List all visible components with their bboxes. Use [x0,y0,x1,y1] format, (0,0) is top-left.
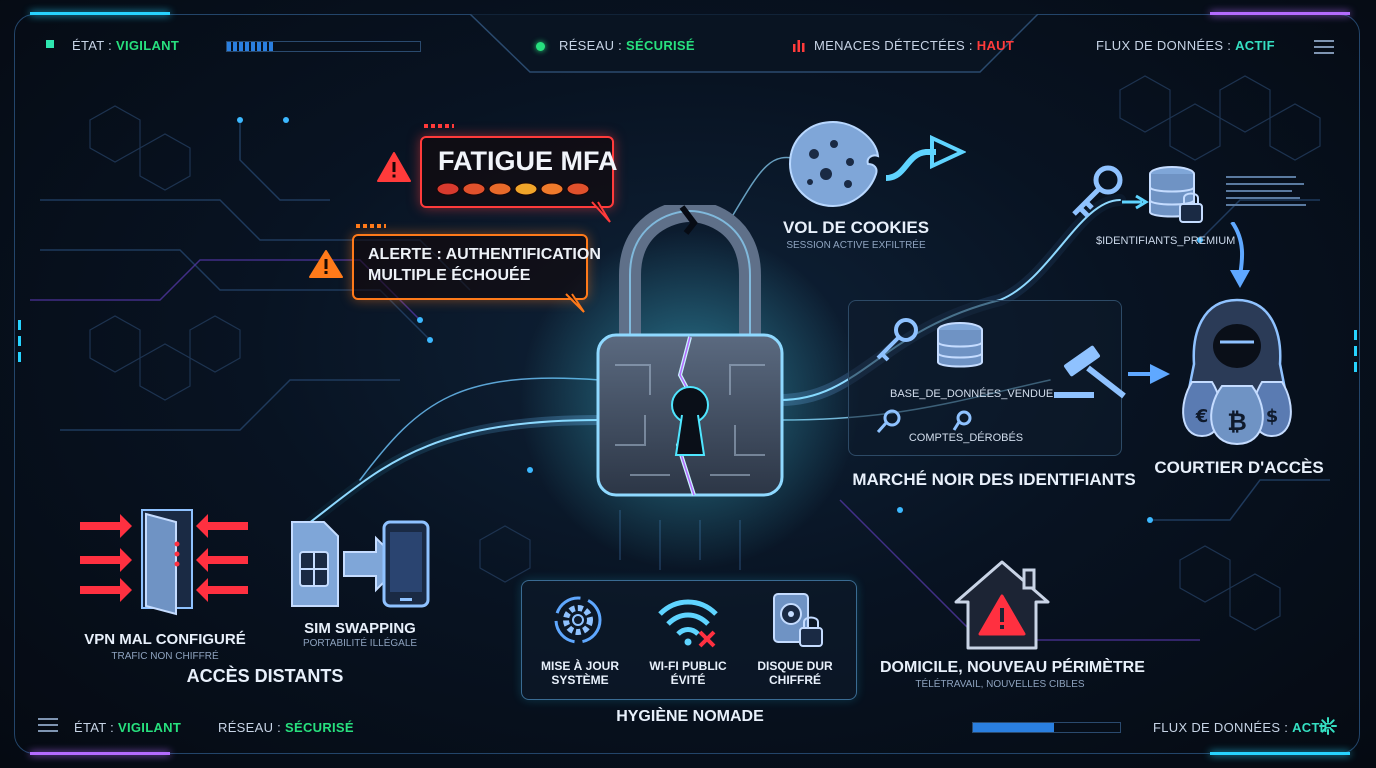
access-broker-title: COURTIER D'ACCÈS [1154,458,1324,477]
cookie-theft-subtitle: SESSION ACTIVE EXFILTRÉE [786,240,926,251]
alert-stripes [424,124,454,128]
footer-level-meter-fill [973,723,1054,732]
activity-spinner-icon [1319,717,1337,735]
footer-status-etat: ÉTAT : VIGILANT [74,720,181,735]
auction-gavel-icon [1054,345,1170,399]
header-status-flux: FLUX DE DONNÉES : ACTIF [1096,38,1275,53]
stolen-keys-icon [876,409,972,433]
hooded-hacker-icon: € ₿ $ [1182,298,1292,446]
sold-database-label: BASE_DE_DONNÉES_VENDUE [890,388,1054,400]
hygiene-item-wifi: WI-FI PUBLIC ÉVITÉ [638,659,738,687]
hygiene-item-line1: MISE À JOUR [540,659,619,673]
hamburger-menu-icon[interactable] [38,714,58,736]
data-text-glyphs [1226,176,1306,206]
vpn-door-icon [80,509,248,616]
warning-triangle-icon [377,152,411,182]
mfa-alert-title: FATIGUE MFA [438,146,618,176]
home-warning-icon [954,560,1050,650]
hygiene-item-disk: DISQUE DUR CHIFFRÉ [745,659,845,687]
broken-padlock-icon [596,205,784,497]
sim-swap-icon [291,520,430,608]
home-perimeter-subtitle: TÉLÉTRAVAIL, NOUVELLES CIBLES [915,679,1085,690]
premium-credentials-label: $IDENTIFIANTS_PREMIUM [1096,235,1236,247]
green-dot-icon [536,42,545,52]
alert-stripes [356,224,386,228]
hygiene-item-line1: WI-FI PUBLIC [649,659,727,673]
auth-alert-line1: ALERTE : AUTHENTIFICATION [368,246,601,263]
reseau-label: RÉSEAU : [218,720,282,735]
menaces-label: MENACES DÉTECTÉES : [814,38,973,53]
svg-text:₿: ₿ [1227,408,1247,436]
flux-value: ACTIF [1235,38,1275,53]
vpn-title: VPN MAL CONFIGURÉ [84,631,246,648]
key-database-icon [1072,165,1203,223]
threat-bars-icon [793,40,805,52]
flux-label: FLUX DE DONNÉES : [1153,720,1289,735]
sim-swap-title: SIM SWAPPING [304,620,416,637]
hygiene-title: HYGIÈNE NOMADE [616,708,764,725]
header-status-menaces: MENACES DÉTECTÉES : HAUT [792,38,1014,53]
bubble-tail [591,201,611,223]
frame-corner-accent [30,752,170,755]
frame-corner-accent [30,12,170,15]
mfa-fatigue-alert[interactable]: FATIGUE MFA [420,136,618,208]
header-level-meter-fill [227,42,276,51]
auth-failed-alert[interactable]: ALERTE : AUTHENTIFICATION MULTIPLE ÉCHOU… [352,234,601,300]
header-tab-outline [470,14,1039,73]
reseau-value: SÉCURISÉ [285,720,354,735]
warning-triangle-icon [309,250,343,278]
svg-text:$: $ [1266,406,1279,427]
wifi-blocked-icon [658,599,718,648]
etat-value: VIGILANT [118,720,182,735]
footer-level-meter [972,722,1121,733]
bubble-tail [565,293,585,313]
cookie-icon [788,120,966,208]
etat-value: VIGILANT [116,38,180,53]
hygiene-item-line2: CHIFFRÉ [769,673,821,687]
remote-access-title: ACCÈS DISTANTS [186,666,344,686]
footer-status-reseau: RÉSEAU : SÉCURISÉ [218,720,354,735]
frame-corner-accent [1210,752,1350,755]
reseau-value: SÉCURISÉ [626,38,695,53]
status-square-icon [46,40,54,48]
encrypted-disk-icon [773,593,823,647]
black-market-title: MARCHÉ NOIR DES IDENTIFIANTS [852,470,1136,489]
gear-refresh-icon [554,596,602,644]
header-status-reseau: RÉSEAU : SÉCURISÉ [536,38,695,53]
header-status-etat: ÉTAT : VIGILANT [46,38,179,53]
flux-label: FLUX DE DONNÉES : [1096,38,1232,53]
footer-status-flux: FLUX DE DONNÉES : ACTIF [1153,720,1332,735]
svg-text:€: € [1195,406,1209,427]
hamburger-menu-icon[interactable] [1314,36,1334,58]
vpn-subtitle: TRAFIC NON CHIFFRÉ [111,651,219,662]
etat-label: ÉTAT : [72,38,113,53]
cookie-theft-title: VOL DE COOKIES [782,218,930,237]
stolen-accounts-label: COMPTES_DÉROBÉS [908,432,1024,444]
hygiene-item-line2: SYSTÈME [551,673,609,687]
hygiene-item-line1: DISQUE DUR [757,659,833,673]
mfa-push-icons [436,182,590,196]
header-level-meter [226,41,421,52]
hygiene-item-line2: ÉVITÉ [670,673,706,687]
black-market-panel[interactable] [848,300,1122,456]
etat-label: ÉTAT : [74,720,115,735]
reseau-label: RÉSEAU : [559,38,623,53]
menaces-value: HAUT [976,38,1015,53]
auth-alert-line2: MULTIPLE ÉCHOUÉE [368,267,531,284]
home-perimeter-title: DOMICILE, NOUVEAU PÉRIMÈTRE [880,659,1145,676]
frame-corner-accent [1210,12,1350,15]
down-arrow-icon [1230,222,1250,288]
hygiene-item-update: MISE À JOUR SYSTÈME [530,659,630,687]
key-database-icon [876,318,983,368]
sim-swap-subtitle: PORTABILITÉ ILLÉGALE [302,638,418,649]
